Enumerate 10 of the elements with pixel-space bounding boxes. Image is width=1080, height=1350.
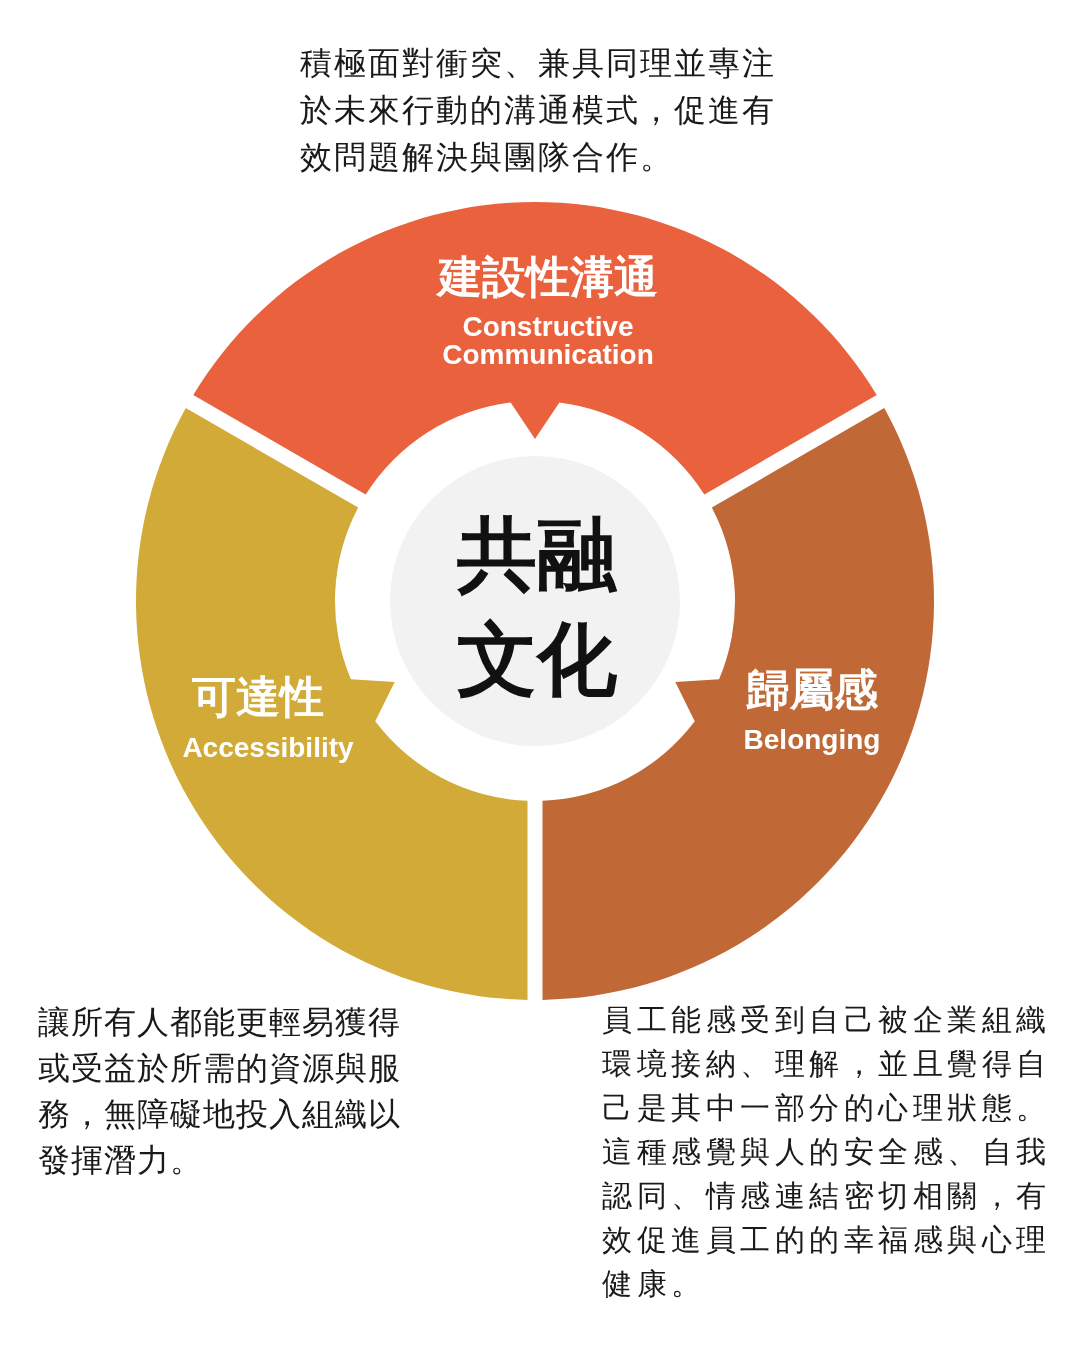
segment-subtitle: Constructive Communication (441, 313, 655, 369)
description-text: 員工能感受到自己被企業組織環境接納、理解，並且覺得自己是其中一部分的心理狀態。這種感覺與人的安全感、自我認同、情感連結密切相關，有效促進員工的的幸福感與心理健康。 (602, 1001, 1052, 1303)
description-text: 讓所有人都能更輕易獲得或受益於所需的資源與服務，無障礙地投入組織以發揮潛力。 (38, 1002, 402, 1181)
segment-subtitle: Accessibility (181, 731, 355, 765)
description-text: 積極面對衝突、兼具同理並專注於未來行動的溝通模式，促進有效問題解決與團隊合作。 (300, 43, 777, 178)
segment-subtitle: Belonging (742, 723, 882, 757)
center-title: 共融文化 (456, 507, 618, 708)
segment-title: 歸屬感 (745, 663, 879, 717)
segment-title: 建設性溝通 (435, 250, 659, 304)
segment-title: 可達性 (191, 670, 325, 724)
